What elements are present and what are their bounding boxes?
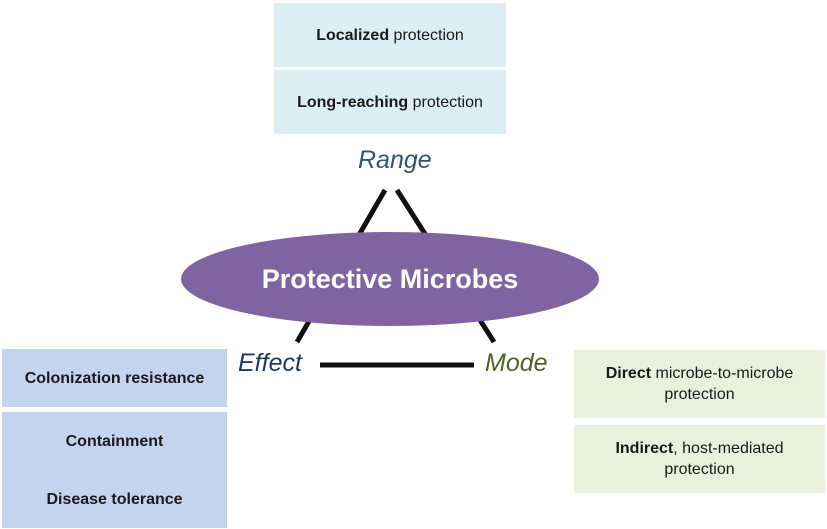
effect-item-disease-tolerance: Disease tolerance — [2, 470, 227, 528]
mode-item-indirect: Indirect, host-mediated protection — [574, 425, 825, 493]
mode-item-text: , host-mediated protection — [664, 440, 784, 478]
mode-item-bold: Indirect — [615, 440, 674, 457]
mode-item-text: microbe-to-microbe protection — [651, 365, 794, 403]
effect-item-colonization-resistance: Colonization resistance — [2, 349, 227, 407]
effect-item-containment: Containment — [2, 412, 227, 470]
range-label: Range — [358, 146, 432, 174]
range-item-bold: Long-reaching — [297, 93, 409, 111]
range-item-text: protection — [389, 26, 464, 44]
effect-label: Effect — [238, 349, 302, 377]
protective-microbes-ellipse — [181, 232, 599, 326]
mode-item-direct: Direct microbe-to-microbe protection — [574, 350, 825, 418]
range-item-localized: Localized protection — [274, 3, 506, 67]
range-item-bold: Localized — [316, 26, 390, 44]
mode-label: Mode — [485, 349, 548, 377]
mode-item-bold: Direct — [605, 365, 652, 382]
range-item-long-reaching: Long-reaching protection — [274, 70, 506, 134]
center-label: Protective Microbes — [261, 263, 519, 294]
range-item-text: protection — [408, 93, 483, 111]
